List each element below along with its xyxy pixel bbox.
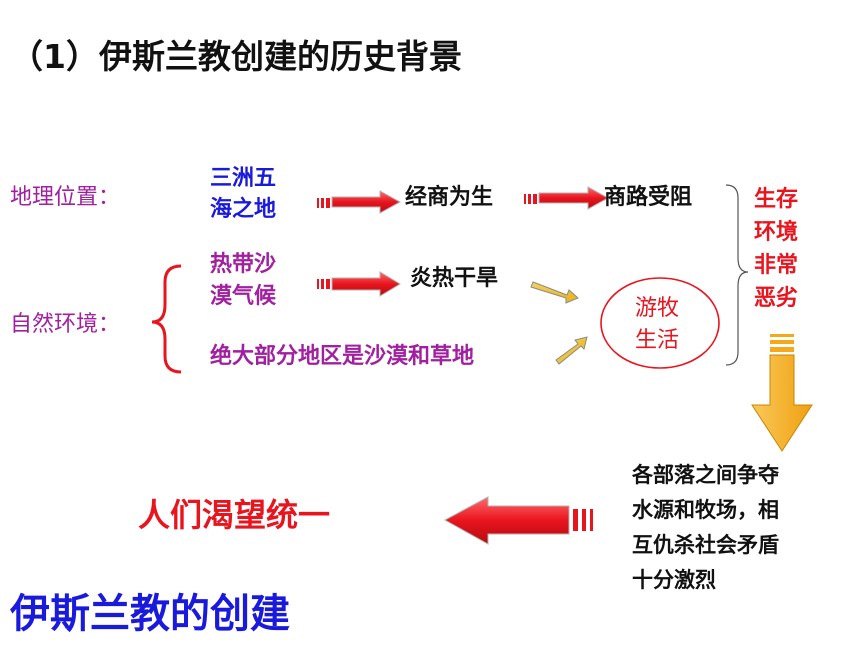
arrow-climate-to-dry	[317, 271, 401, 297]
slide-title: （1）伊斯兰教创建的历史背景	[10, 37, 462, 76]
arrow-geo-to-trade	[317, 190, 402, 214]
conflict-line3: 互仇杀社会矛盾	[632, 533, 779, 557]
label-nature: 自然环境：	[10, 312, 121, 337]
result-hot-dry: 炎热干旱	[410, 266, 499, 291]
conflict-line1: 各部落之间争夺	[632, 463, 779, 487]
arrow-trade-to-blocked	[524, 186, 610, 210]
survival-line4: 恶劣	[754, 286, 799, 311]
arrow-down-yellow	[751, 334, 813, 452]
nomad-line2: 生活	[635, 328, 680, 353]
desire-unity: 人们渴望统一	[138, 496, 331, 534]
result-trade: 经商为生	[405, 185, 494, 210]
item-three-continents-line1: 三洲五	[210, 166, 277, 191]
item-three-continents-line2: 海之地	[210, 197, 277, 222]
right-brace	[725, 184, 749, 366]
survival-line2: 环境	[754, 220, 799, 245]
arrow-left-big-red	[443, 496, 593, 545]
nomad-line1: 游牧	[635, 296, 680, 321]
conflict-line4: 十分激烈	[632, 568, 716, 592]
item-desert-grassland: 绝大部分地区是沙漠和草地	[210, 344, 475, 369]
label-geography: 地理位置：	[10, 185, 121, 210]
item-desert-climate-line2: 漠气候	[210, 284, 277, 309]
survival-line3: 非常	[754, 253, 799, 278]
arrow-dry-to-nomad	[530, 281, 579, 304]
result-route-blocked: 商路受阻	[604, 185, 693, 210]
arrow-desert-to-nomad	[555, 336, 588, 365]
nomad-ellipse	[600, 277, 720, 369]
conflict-line2: 水源和牧场，相	[632, 498, 779, 522]
left-brace	[151, 264, 182, 374]
item-desert-climate-line1: 热带沙	[210, 252, 277, 277]
conclusion-title: 伊斯兰教的创建	[10, 591, 290, 637]
survival-line1: 生存	[754, 187, 799, 212]
